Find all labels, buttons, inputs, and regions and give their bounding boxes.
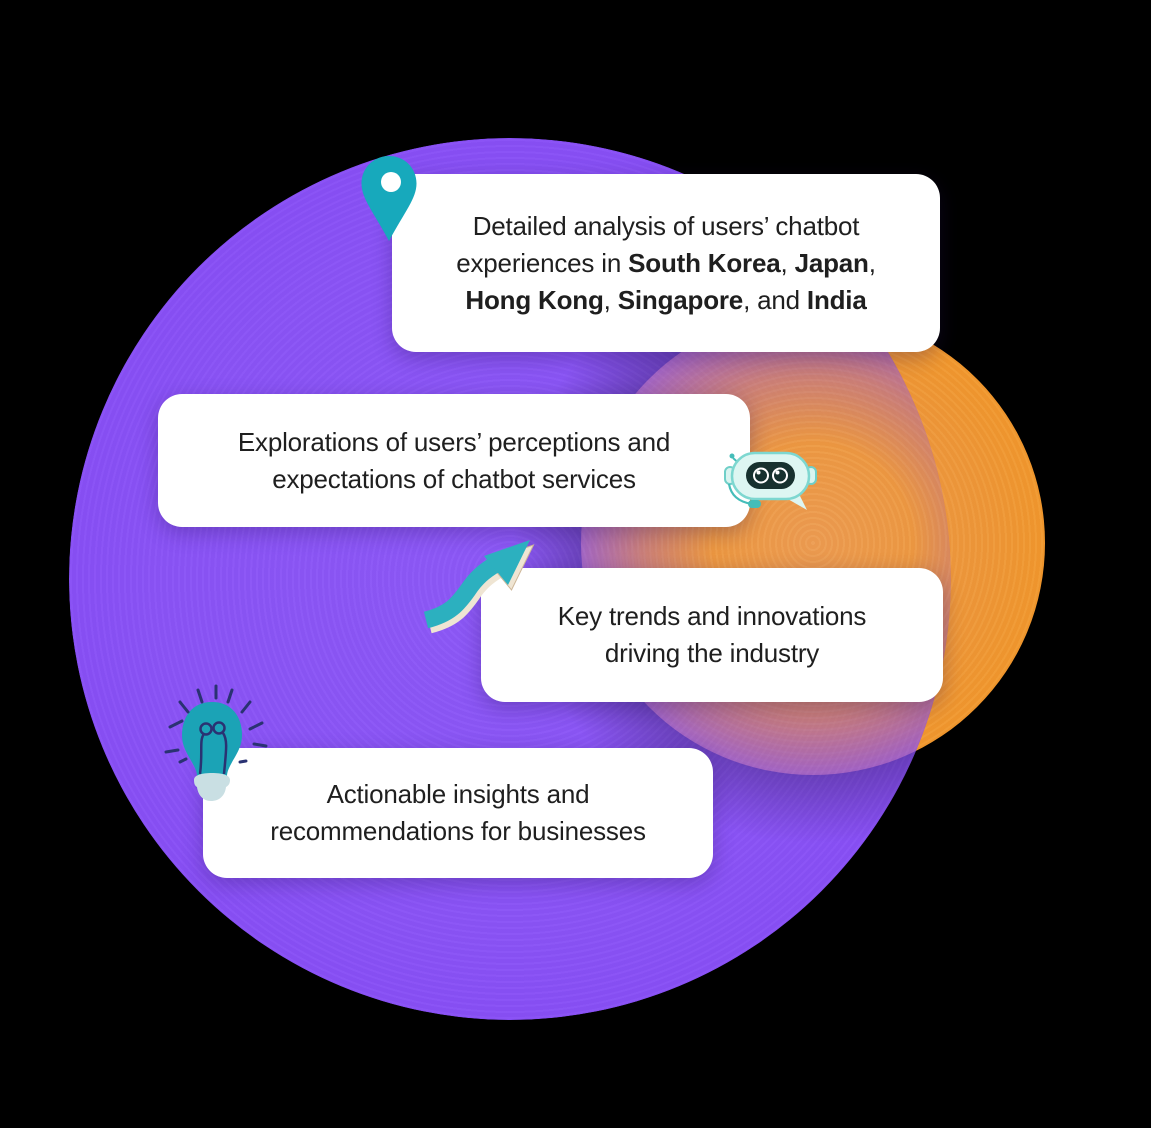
location-pin-icon [361,156,417,241]
chatbot-robot-icon [724,451,817,510]
growth-arrow-icon [423,540,535,634]
lightbulb-icon [164,684,268,801]
